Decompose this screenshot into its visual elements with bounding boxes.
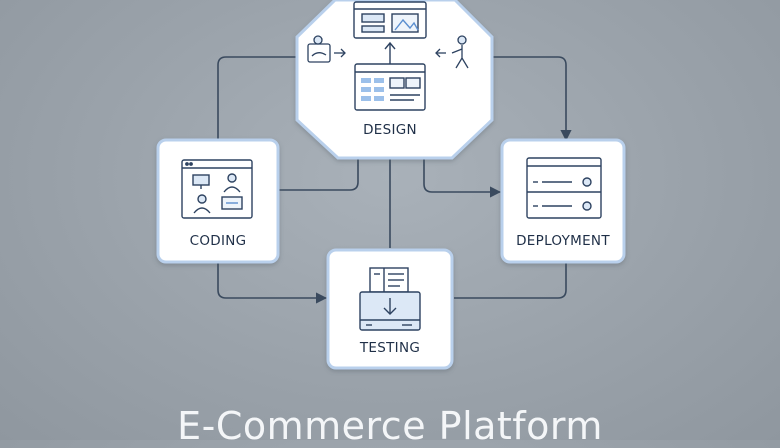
node-coding[interactable] [156, 138, 280, 264]
node-design[interactable] [295, 0, 494, 160]
connectors [217, 56, 572, 304]
arrow-up-icon [384, 41, 396, 64]
edge-design-deployment [492, 56, 572, 142]
node-deployment[interactable] [500, 138, 626, 264]
code-editor-icon [181, 159, 253, 219]
deployment-label: DEPLOYMENT [516, 233, 610, 249]
coding-label: CODING [189, 233, 247, 249]
edge-design-deployment-lower [423, 158, 502, 198]
edge-design-coding [217, 56, 296, 140]
server-rack-icon [526, 157, 602, 219]
edge-testing-deployment [454, 262, 567, 299]
testing-label: TESTING [359, 340, 421, 356]
diagram-title: E-Commerce Platform [177, 404, 603, 448]
design-label: DESIGN [363, 122, 417, 138]
designer-person-icon [435, 35, 469, 69]
node-testing[interactable] [326, 248, 454, 370]
wireframe-window-icon [353, 1, 427, 39]
edge-coding-design [278, 158, 359, 191]
edge-coding-testing [217, 262, 328, 304]
sketch-tool-icon [307, 35, 346, 63]
browser-layout-icon [354, 63, 426, 111]
test-report-icon [359, 267, 421, 331]
